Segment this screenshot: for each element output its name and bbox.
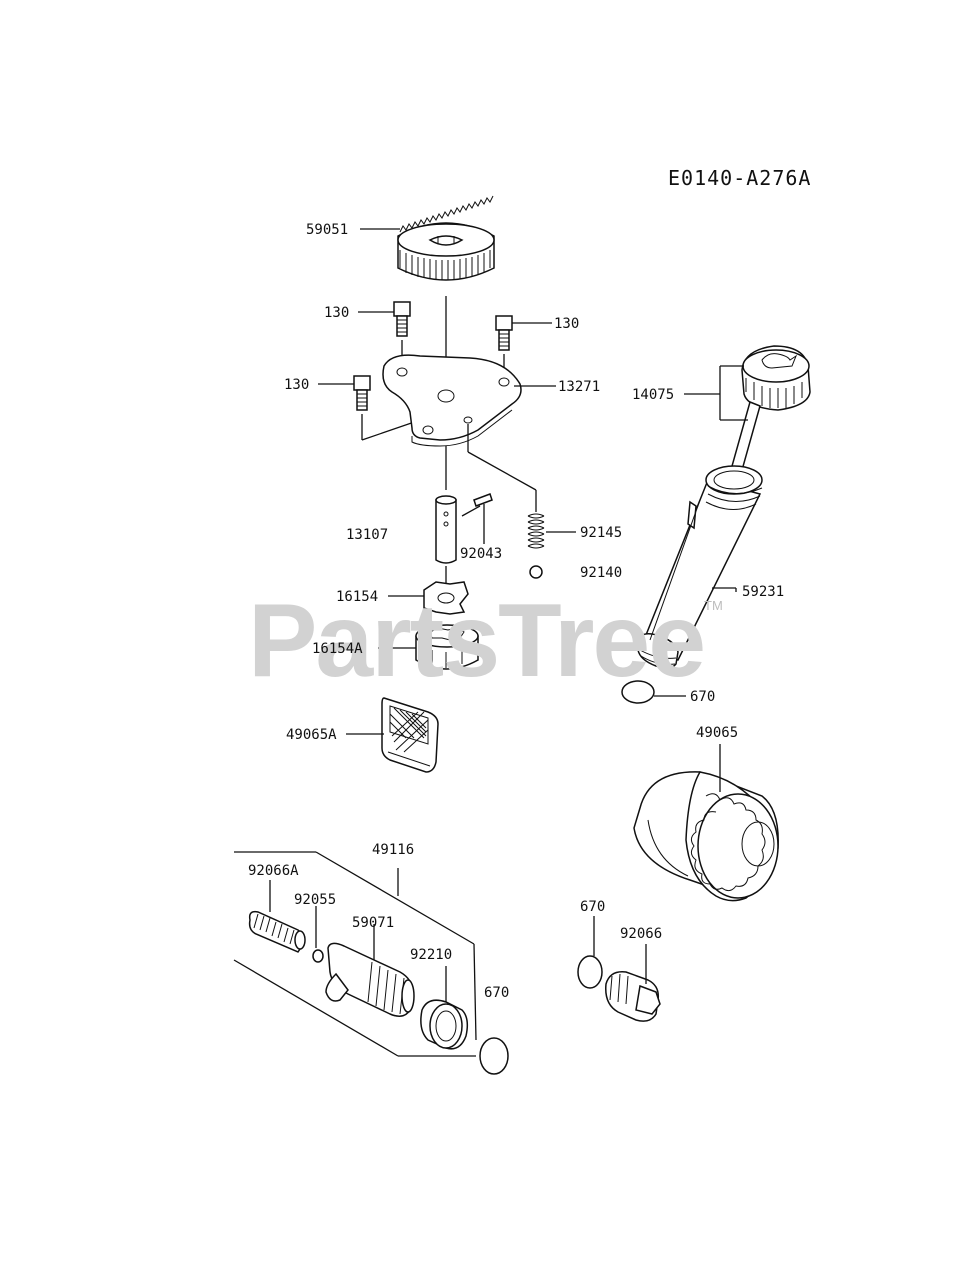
bolt-130-right-top[interactable] <box>495 315 513 351</box>
callout-16154[interactable]: 16154 <box>336 589 379 605</box>
callout-92066[interactable]: 92066 <box>620 926 663 942</box>
plug-92066A[interactable] <box>248 910 306 953</box>
spring-92145[interactable] <box>527 513 545 549</box>
o-ring-670-drain[interactable] <box>577 955 603 989</box>
callout-13107[interactable]: 13107 <box>346 527 389 543</box>
o-ring-670-assembly[interactable] <box>479 1037 509 1075</box>
tee-fitting-59071[interactable] <box>325 942 415 1017</box>
o-ring-670-tube[interactable] <box>621 680 655 704</box>
callout-130-right-top[interactable]: 130 <box>554 316 580 332</box>
fill-tube-59231[interactable] <box>637 465 763 669</box>
callout-59231[interactable]: 59231 <box>742 584 785 600</box>
callout-49065[interactable]: 49065 <box>696 725 739 741</box>
callout-92145[interactable]: 92145 <box>580 525 623 541</box>
strainer-49065A[interactable] <box>381 697 439 773</box>
bolt-130-left-mid[interactable] <box>353 375 371 411</box>
assembly-outline-49116 <box>233 851 477 1057</box>
pin-92043[interactable] <box>473 493 493 507</box>
callout-670-assembly[interactable]: 670 <box>484 985 510 1001</box>
callout-49065A[interactable]: 49065A <box>286 727 337 743</box>
callout-92140[interactable]: 92140 <box>580 565 623 581</box>
callout-92043[interactable]: 92043 <box>460 546 503 562</box>
callout-92055[interactable]: 92055 <box>294 892 337 908</box>
callout-670-drain[interactable]: 670 <box>580 899 606 915</box>
watermark-parts-tree: PartsTree <box>248 583 706 699</box>
callout-14075[interactable]: 14075 <box>632 387 675 403</box>
callout-16154A[interactable]: 16154A <box>312 641 363 657</box>
callout-92210[interactable]: 92210 <box>410 947 453 963</box>
callout-59051[interactable]: 59051 <box>306 222 349 238</box>
diagram-code: E0140-A276A <box>668 166 812 190</box>
outer-rotor-16154A[interactable] <box>415 624 479 670</box>
cover-plate-13271[interactable] <box>382 354 522 447</box>
ball-92140[interactable] <box>529 565 543 579</box>
callout-670-tube[interactable]: 670 <box>690 689 716 705</box>
callout-92066A[interactable]: 92066A <box>248 863 299 879</box>
bolt-130-left-top[interactable] <box>393 301 411 337</box>
o-ring-92055[interactable] <box>312 949 324 963</box>
callout-130-left-top[interactable]: 130 <box>324 305 350 321</box>
nut-92210[interactable] <box>420 999 469 1050</box>
gear-59051[interactable] <box>397 195 495 281</box>
oil-filter-49065[interactable] <box>633 771 779 902</box>
callout-130-left-mid[interactable]: 130 <box>284 377 310 393</box>
callout-13271[interactable]: 13271 <box>558 379 601 395</box>
shaft-13107[interactable] <box>435 495 457 564</box>
watermark-trademark: TM <box>704 598 723 613</box>
callout-49116[interactable]: 49116 <box>372 842 415 858</box>
inner-rotor-16154[interactable] <box>423 581 469 615</box>
callout-59071[interactable]: 59071 <box>352 915 395 931</box>
drain-plug-92066[interactable] <box>605 971 661 1022</box>
